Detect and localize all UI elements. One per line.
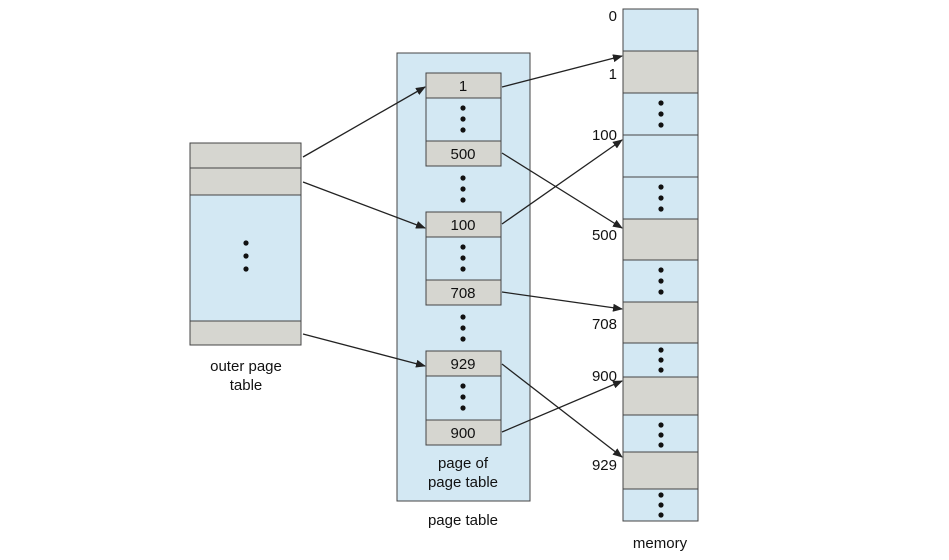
- page-table-entry: [425, 211, 502, 238]
- page-table-label: page table: [428, 512, 498, 529]
- ellipsis-dots: [460, 175, 466, 203]
- ellipsis-dots: [460, 105, 466, 133]
- page-of-page-table-2: [425, 211, 502, 306]
- ellipsis-dots: [460, 244, 466, 272]
- arrow-entry-708: [501, 291, 623, 312]
- ellipsis-dots: [460, 314, 466, 342]
- arrow-entry-100: [501, 139, 623, 225]
- entry-value: 900: [450, 425, 475, 442]
- page-table-entry: [425, 419, 502, 446]
- page-of-page-table-label-line2: page table: [428, 474, 498, 491]
- arrow-outer-to-page3: [302, 333, 426, 368]
- page-of-page-table-label-line1: page of: [438, 455, 489, 472]
- arrow-entry-500: [501, 152, 623, 229]
- page-table-entry: [425, 350, 502, 377]
- arrow-entry-1: [501, 54, 623, 88]
- memory-address: 1: [609, 66, 617, 83]
- memory-frame: [622, 301, 699, 344]
- memory-address: 0: [609, 8, 617, 25]
- outer-page-table-label-line1: outer page: [210, 358, 282, 375]
- entry-value: 929: [450, 356, 475, 373]
- arrow-outer-to-page1: [302, 86, 426, 158]
- ellipsis-dots: [460, 383, 466, 411]
- outer-page-table-label-line2: table: [230, 377, 263, 394]
- page-of-page-table-3: [425, 350, 502, 446]
- memory-frame: [622, 218, 699, 261]
- entry-value: 1: [459, 78, 467, 95]
- arrow-outer-to-page2: [302, 181, 426, 229]
- ellipsis-dots: [243, 240, 249, 272]
- memory-label: memory: [633, 535, 688, 552]
- memory-dividers: [623, 134, 698, 416]
- entry-value: 500: [450, 146, 475, 163]
- memory-address: 929: [592, 457, 617, 474]
- memory-address: 900: [592, 368, 617, 385]
- memory-frame: [622, 376, 699, 416]
- page-of-page-table-1: [425, 72, 502, 167]
- page-table-entry: [425, 72, 502, 99]
- memory-address: 708: [592, 316, 617, 333]
- arrows: [302, 54, 623, 458]
- memory-frame: [622, 451, 699, 490]
- memory-address: 500: [592, 227, 617, 244]
- entry-value: 100: [450, 217, 475, 234]
- arrow-entry-929: [501, 363, 623, 458]
- page-table: [396, 52, 531, 502]
- page-table-entry: [425, 279, 502, 306]
- memory: [622, 8, 699, 522]
- entry-value: 708: [450, 285, 475, 302]
- ellipsis-dots: [658, 100, 664, 518]
- page-table-entry: [425, 140, 502, 167]
- outer-entry-top: [189, 142, 302, 169]
- outer-page-table: [189, 142, 302, 346]
- arrow-entry-900: [501, 380, 623, 433]
- outer-entry-last: [189, 320, 302, 346]
- memory-frame: [622, 50, 699, 94]
- memory-address: 100: [592, 127, 617, 144]
- outer-entry-second: [189, 167, 302, 196]
